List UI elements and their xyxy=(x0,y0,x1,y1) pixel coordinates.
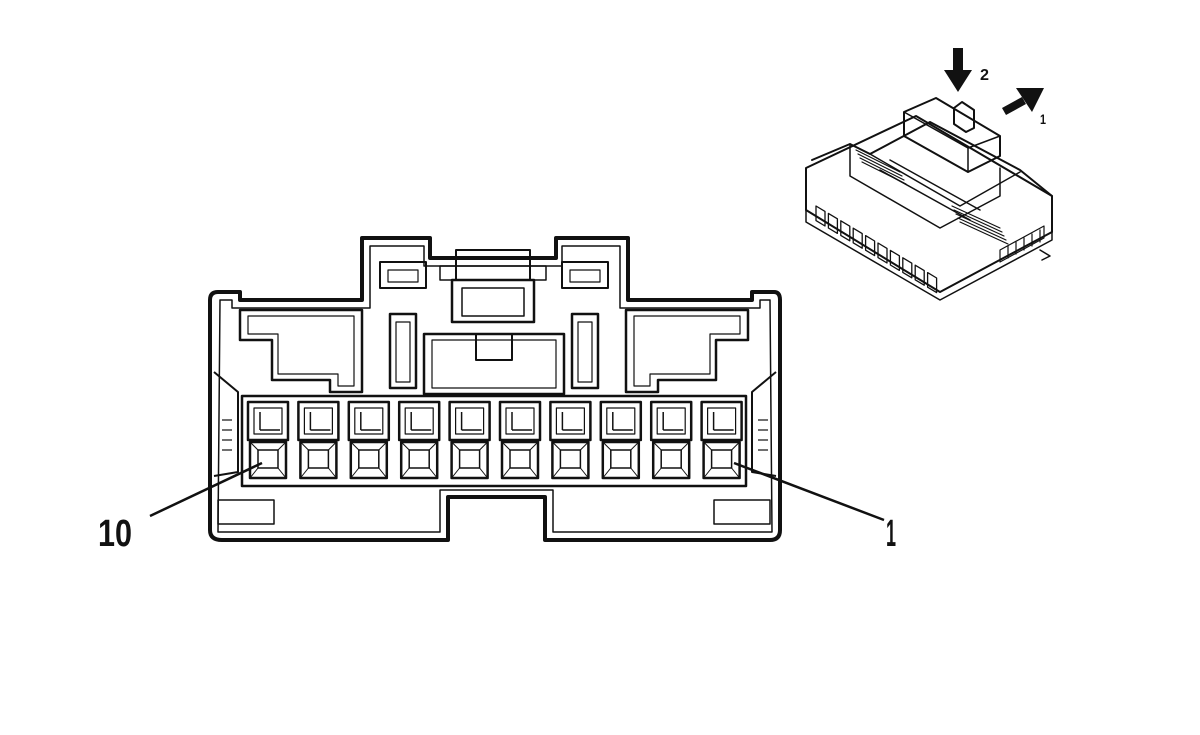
terminal-cavity xyxy=(700,400,743,480)
terminal-cavity xyxy=(649,400,693,480)
iso-cavity xyxy=(914,264,925,286)
iso-cavity xyxy=(840,220,851,242)
iso-cavity xyxy=(926,271,938,294)
housing-inner-outline xyxy=(217,245,773,533)
terminal-cavity xyxy=(599,400,643,480)
leader-line-right xyxy=(733,461,885,522)
terminal-cavity xyxy=(297,400,340,480)
iso-cavity xyxy=(889,249,901,272)
leader-line-left xyxy=(149,461,263,518)
iso-cavity xyxy=(864,234,876,257)
push-down-arrow-icon xyxy=(944,48,972,92)
connector-isometric-view xyxy=(805,97,1053,301)
iso-cavity xyxy=(827,212,839,235)
terminal-cavity xyxy=(448,400,491,480)
terminal-cavity xyxy=(549,400,592,480)
terminal-cavities xyxy=(246,400,743,480)
iso-cavity xyxy=(902,257,913,279)
connector-face-view xyxy=(208,236,782,542)
iso-cavity xyxy=(877,242,888,264)
housing-outline xyxy=(208,236,782,542)
terminal-cavity xyxy=(347,400,391,480)
centre-window xyxy=(422,332,566,396)
iso-cavity xyxy=(815,205,826,227)
iso-cavity xyxy=(852,227,863,249)
pin-label-10: 10 xyxy=(98,513,132,555)
top-latch xyxy=(455,249,531,281)
step-label-push: 2 xyxy=(980,67,989,84)
pull-out-arrow-icon xyxy=(1002,88,1044,115)
terminal-cavity xyxy=(246,400,290,480)
terminal-cavity xyxy=(498,400,542,480)
terminal-cavity xyxy=(397,400,441,480)
pin-label-1: 1 xyxy=(886,513,896,555)
step-label-pull: 1 xyxy=(1040,111,1046,127)
